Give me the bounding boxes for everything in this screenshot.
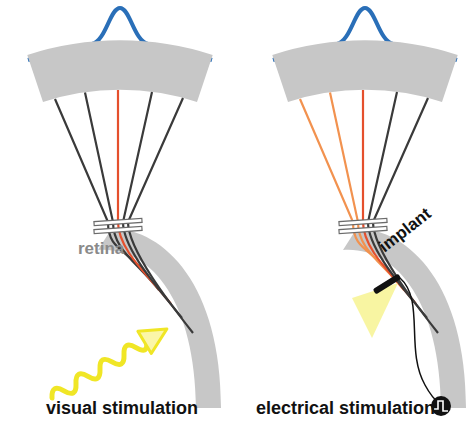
implant-wire [400, 278, 440, 404]
stimulus-caption: electrical stimulation [256, 399, 435, 419]
stimulator-pulse [434, 401, 448, 411]
nerve-fiber [368, 92, 427, 318]
light-wave [45, 318, 173, 409]
panel-base [27, 8, 221, 408]
nerve-fiber [128, 98, 193, 333]
implant-electrode [373, 274, 402, 295]
visual-panel [27, 8, 221, 409]
nerve-fiber [85, 93, 159, 291]
stimulus-caption: visual stimulation [46, 399, 198, 419]
nerve-fibers [55, 90, 193, 333]
panel-base [272, 8, 466, 408]
nerve-fiber [300, 99, 393, 276]
nerve-fiber [55, 99, 148, 276]
break-symbol [94, 218, 142, 233]
electrical-panel [272, 8, 466, 416]
nerve-fiber [330, 93, 404, 291]
nerve-fiber [123, 92, 182, 318]
break-symbol [339, 218, 387, 233]
retina-label: retina [78, 240, 124, 259]
